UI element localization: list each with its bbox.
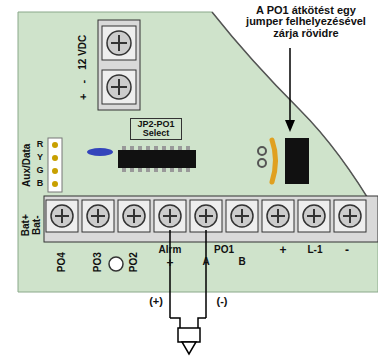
pin-label: Alrm [159,245,182,256]
callout-note: A PO1 átkötést egy jumper felhelyezéséve… [237,5,375,40]
pin-label: PO3 [93,252,104,272]
jumper-pin [258,147,266,155]
pin-label: 12 VDC [79,34,90,69]
power-terminal [98,20,140,110]
pin-label: B [238,257,245,268]
pin-label: + [166,257,173,270]
terminal-block [44,196,378,242]
arrow-head [285,120,295,132]
chip-pin [178,168,182,172]
board-cut [212,12,378,215]
pin-label: L-1 [308,245,323,256]
chip-pin [162,146,166,150]
chip-pin [130,168,134,172]
chip-pin [130,146,134,150]
pin-label: (-) [217,296,228,308]
chip-pin [154,168,158,172]
pin-label: A [202,257,209,268]
pin-label: - [345,244,349,257]
chip-pin [170,168,174,172]
pin-label: PO4 [57,252,68,272]
chip-pin [122,168,126,172]
chip-pin [186,146,190,150]
relay [285,138,309,184]
pin-label: B [37,179,44,188]
chip-pin [138,146,142,150]
siren-symbol [182,342,196,354]
pin-label: R [37,140,44,149]
chip-pin [122,146,126,150]
chip-pin [138,168,142,172]
component [87,148,113,156]
pin-label: JP2-PO1 Select [130,118,182,141]
chip-pin [170,146,174,150]
led [109,257,123,271]
jumper-pin [258,159,266,167]
ic-chip [118,146,196,172]
chip-pin [146,168,150,172]
pin-label: Bat- [33,215,44,234]
pin-label: Y [37,153,43,162]
chip-pin [154,146,158,150]
board [18,12,378,292]
pin-label: - [78,80,90,84]
chip-pin [146,146,150,150]
pin-label: G [36,166,43,175]
pin-label: Bat+ [21,214,32,236]
pin-label: (+) [149,296,163,308]
chip-pin [186,168,190,172]
leader-line [289,48,291,128]
chip-pin [178,146,182,150]
siren-symbol [178,328,200,342]
pin-label: + [279,244,286,257]
pin-label: Aux/Data [23,143,34,186]
pin-label: PO2 [129,252,140,272]
chip-pin [162,168,166,172]
aux-connector [48,138,62,192]
pin-label: PO1 [214,245,234,256]
jumper [272,140,276,182]
pin-label: + [78,94,90,100]
